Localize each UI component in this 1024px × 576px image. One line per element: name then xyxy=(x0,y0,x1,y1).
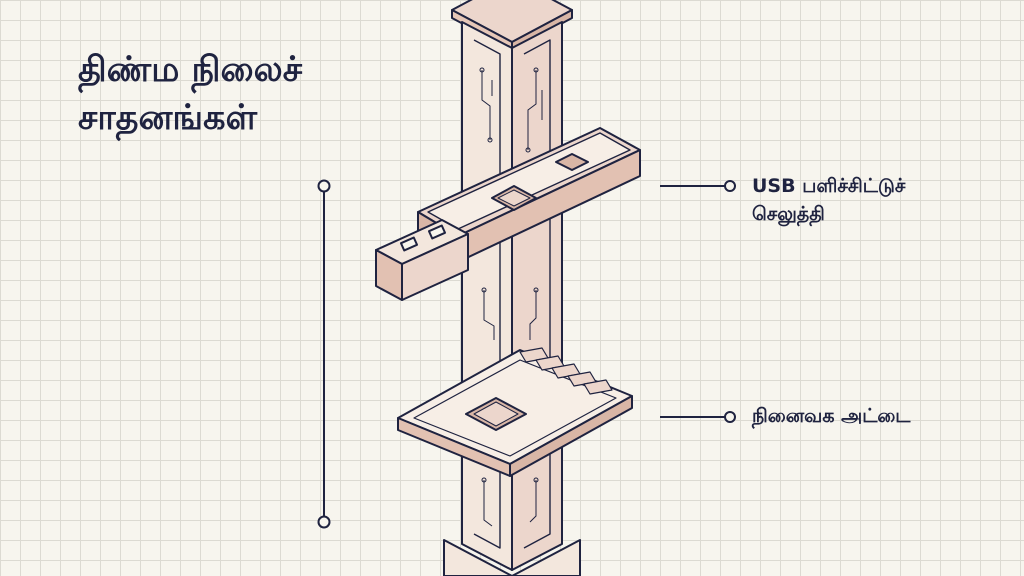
page-title: திண்ம நிலைச் சாதனங்கள் xyxy=(78,46,302,142)
left-bracket xyxy=(317,179,331,529)
usb-drive-label: USB பளிச்சிட்டுச் செலுத்தி xyxy=(752,172,905,228)
pillar xyxy=(443,0,581,576)
title-line-2: சாதனங்கள் xyxy=(78,98,258,138)
memory-card-pointer xyxy=(660,411,736,423)
title-line-1: திண்ம நிலைச் xyxy=(78,50,303,90)
usb-drive-label-line-2: செலுத்தி xyxy=(752,203,825,225)
usb-drive-label-line-1: USB பளிச்சிட்டுச் xyxy=(752,175,906,197)
memory-card-label-text: நினைவக அட்டை xyxy=(752,405,911,427)
memory-card xyxy=(397,347,633,477)
usb-pointer xyxy=(660,180,736,192)
pillar-circuit-traces xyxy=(479,67,543,527)
memory-card-label: நினைவக அட்டை xyxy=(752,402,910,430)
usb-flash-drive xyxy=(375,127,641,301)
